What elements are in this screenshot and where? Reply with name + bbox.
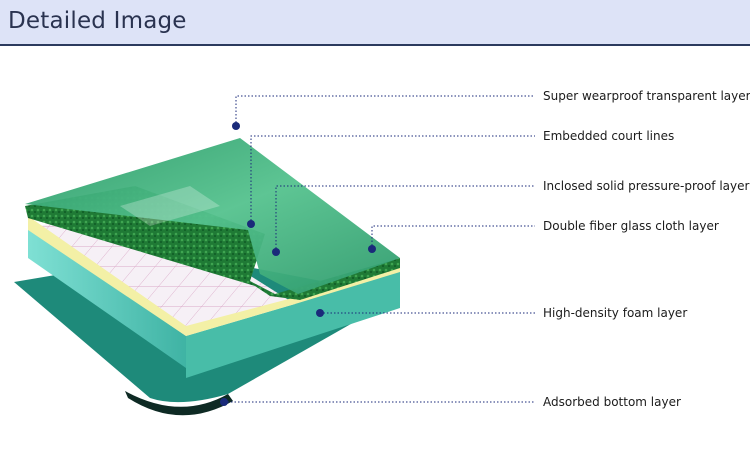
callout-label: Inclosed solid pressure-proof layer [543,179,750,193]
leader-fiber-glass [371,225,535,249]
callout-label: High-density foam layer [543,306,688,320]
wearproof-top-layer [25,138,400,294]
marker-bottom [220,398,228,406]
callout-label: Double fiber glass cloth layer [543,219,719,233]
callout-label: Super wearproof transparent layer [543,89,750,103]
marker-pressure-proof [272,248,280,256]
court-floor-cross-section [14,95,535,416]
wearproof-highlight [120,186,220,226]
callout-label: Embedded court lines [543,129,675,143]
foam-layer-right-face [186,268,400,378]
leader-court-lines [250,135,535,224]
marker-court-lines [247,220,255,228]
fiber-glass-layer [28,216,400,336]
page-header: Detailed Image [0,0,750,46]
bottom-layer-curl [125,391,233,416]
foam-layer-left-face [28,228,186,368]
leader-wearproof [235,95,535,126]
marker-foam [316,309,324,317]
marker-wearproof [232,122,240,130]
layer-diagram: Super wearproof transparent layer Embedd… [0,46,750,451]
foam-layer-grid [28,206,295,336]
marker-fiber-glass [368,245,376,253]
leader-pressure-proof [275,185,535,252]
page-title: Detailed Image [8,8,187,34]
callout-label: Adsorbed bottom layer [543,395,681,409]
